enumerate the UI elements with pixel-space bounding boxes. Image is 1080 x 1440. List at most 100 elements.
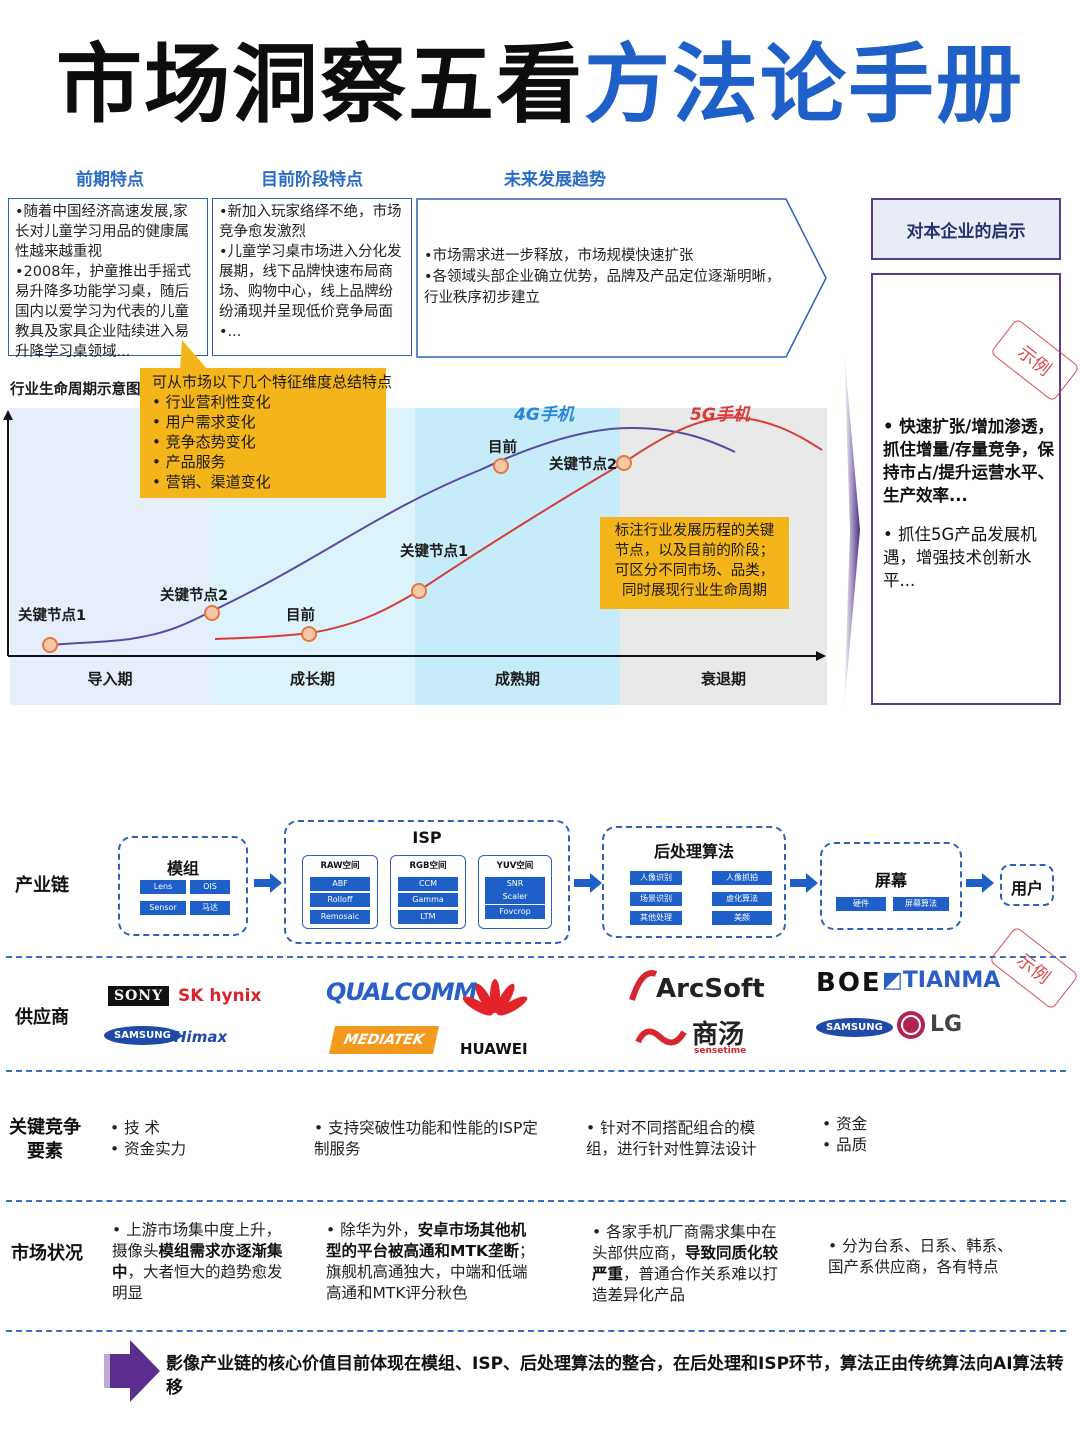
yellow-note-item: • 行业营利性变化: [152, 393, 271, 411]
label-4g-node1: 关键节点1: [18, 608, 87, 624]
curve-5g-label: 5G手机: [690, 405, 750, 425]
row-label-supplier: 供应商: [15, 1007, 69, 1028]
isp-sub-rgb-title: RGB空间: [409, 861, 447, 871]
chip-fovcrop: Fovcrop: [485, 905, 545, 919]
label-4g-now: 目前: [488, 440, 517, 456]
future-text-1: •市场需求进一步释放，市场规模快速扩张: [424, 248, 694, 264]
point-4g-node2: [204, 605, 220, 621]
chip-screen-algorithm: 屏幕算法: [893, 897, 949, 911]
current-text-3: •...: [219, 324, 242, 340]
logo-mediatek: MEDIATEK: [329, 1026, 439, 1054]
market-isp: • 除华为外，安卓市场其他机型的平台被高通和MTK垄断；旗舰机高通独大，中端和低…: [326, 1221, 535, 1302]
band-label-decline: 衰退期: [700, 670, 746, 688]
huawei-icon: [462, 979, 528, 1016]
group-isp-title: ISP: [412, 828, 442, 847]
logo-samsung: SAMSUNG: [104, 1026, 181, 1045]
divider: [6, 1330, 1066, 1332]
label-5g-now: 目前: [286, 608, 315, 624]
arrow-right-icon: [104, 1340, 160, 1402]
phase-head-current: 目前阶段特点: [261, 170, 363, 190]
yellow-note: 可从市场以下几个特征维度总结特点 • 行业营利性变化 • 用户需求变化 • 竞争…: [140, 368, 392, 498]
chip-blur-algorithm: 虚化算法: [712, 892, 772, 906]
logo-huawei: HUAWEI: [460, 1040, 528, 1058]
group-post-title: 后处理算法: [653, 842, 734, 861]
chip-abf: ABF: [310, 877, 370, 891]
page-title: 市场洞察五看方法论手册: [0, 30, 1080, 140]
x-axis-arrow: [816, 651, 826, 661]
early-text-2: •2008年，护童推出手摇式易升降多功能学习桌，随后国内以爱学习为代表的儿童教具…: [15, 264, 191, 360]
factor-screen: • 资金 • 品质: [822, 1114, 942, 1156]
point-5g-node2: [616, 455, 632, 471]
chip-scaler: Scaler: [485, 890, 545, 904]
label-4g-node2: 关键节点2: [160, 588, 229, 604]
chip-remosaic: Remosaic: [310, 910, 370, 924]
group-screen: [820, 842, 962, 930]
chip-ccm: CCM: [398, 877, 458, 891]
logo-qualcomm: QUALCOMM: [326, 978, 477, 1006]
conclusion-text: 影像产业链的核心价值目前体现在模组、ISP、后处理算法的整合，在后处理和ISP环…: [166, 1354, 1064, 1398]
chip-scene-recognition: 场景识别: [630, 892, 682, 906]
group-user: [1000, 864, 1054, 906]
chip-sensor: Sensor: [140, 901, 186, 915]
sensetime-icon: [635, 1028, 687, 1046]
market-screen: • 分为台系、日系、韩系、国产系供应商，各有特点: [828, 1237, 1013, 1276]
chip-ltm: LTM: [398, 910, 458, 924]
logo-sensetime-sub: sensetime: [694, 1046, 747, 1056]
title-part-1: 市场洞察五看: [56, 35, 584, 135]
factor-module-1: • 技 术: [110, 1119, 160, 1137]
market-post: • 各家手机厂商需求集中在头部供应商，导致同质化较严重，普通合作关系难以打造差异…: [592, 1223, 779, 1304]
band-label-mature: 成熟期: [494, 670, 540, 688]
curve-4g-label: 4G手机: [514, 405, 574, 425]
label-5g-node1: 关键节点1: [400, 544, 469, 560]
point-4g-node1: [42, 637, 58, 653]
current-text-1: •新加入玩家络绎不绝，市场竞争愈发激烈: [219, 204, 402, 240]
yellow-note-item: • 竞争态势变化: [152, 433, 256, 451]
group-screen-title: 屏幕: [874, 871, 907, 890]
factor-module-2: • 资金实力: [110, 1140, 187, 1158]
chip-gamma: Gamma: [398, 893, 458, 907]
chevron-right-icon: [844, 350, 860, 710]
arrow-right-icon: [254, 873, 282, 893]
future-text-2: •各领域头部企业确立优势，品牌及产品定位逐渐明晰，行业秩序初步建立: [424, 269, 781, 306]
point-5g-now: [301, 626, 317, 642]
title-part-2: 方法论手册: [584, 35, 1024, 135]
yellow-note-item: • 产品服务: [152, 453, 226, 471]
row-label-industry-chain: 产业链: [15, 875, 69, 896]
band-label-growth: 成长期: [289, 670, 335, 688]
group-module-title: 模组: [166, 859, 199, 878]
insight-2: • 抓住5G产品发展机遇，增强技术创新水平...: [883, 525, 1037, 590]
insight-panel: • 快速扩张/增加渗透，抓住增量/存量竞争，保持市占/提升运营水平、生产效率..…: [871, 273, 1061, 705]
insight-1: • 快速扩张/增加渗透，抓住增量/存量竞争，保持市占/提升运营水平、生产效率..…: [883, 417, 1055, 505]
logo-boe: BOE: [816, 968, 882, 998]
market-module: • 上游市场集中度上升，摄像头模组需求亦逐渐集中，大者恒大的趋势愈发明显: [112, 1221, 283, 1302]
early-text-1: •随着中国经济高速发展,家长对儿童学习用品的健康属性越来越重视: [15, 204, 189, 260]
arrow-right-icon: [966, 873, 994, 893]
factor-post: • 针对不同搭配组合的模组，进行针对性算法设计: [586, 1119, 757, 1158]
divider: [6, 1200, 1066, 1202]
chip-other-processing: 其他处理: [630, 911, 682, 925]
example-stamp-2: 示例: [988, 926, 1080, 1010]
point-4g-now: [493, 458, 509, 474]
yellow-note-2: 标注行业发展历程的关键节点，以及目前的阶段；可区分不同市场、品类，同时展现行业生…: [600, 517, 789, 609]
future-arrow-box: •市场需求进一步释放，市场规模快速扩张 •各领域头部企业确立优势，品牌及产品定位…: [416, 198, 828, 358]
future-text: •市场需求进一步释放，市场规模快速扩张 •各领域头部企业确立优势，品牌及产品定位…: [424, 246, 794, 309]
diagram-label: 行业生命周期示意图: [10, 382, 141, 398]
phase-head-future: 未来发展趋势: [504, 170, 606, 190]
logo-skhynix: SK hynix: [178, 986, 262, 1006]
yellow-note-item: • 营销、渠道变化: [152, 473, 271, 491]
label-5g-node2: 关键节点2: [549, 457, 618, 473]
yellow-note-item: • 用户需求变化: [152, 413, 256, 431]
isp-sub-yuv-title: YUV空间: [496, 861, 534, 871]
row-label-market: 市场状况: [11, 1243, 83, 1264]
logo-sensetime: 商汤: [692, 1020, 745, 1050]
curve-4g: [49, 426, 736, 646]
arrow-right-icon: [574, 873, 602, 893]
arcsoft-icon: [629, 970, 658, 1001]
y-axis-arrow: [3, 410, 13, 420]
chip-rolloff: Rolloff: [310, 893, 370, 907]
factor-isp: • 支持突破性功能和性能的ISP定制服务: [314, 1119, 538, 1158]
future-arrow-shape: [416, 198, 827, 358]
point-5g-node1: [411, 583, 427, 599]
current-text-box: •新加入玩家络绎不绝，市场竞争愈发激烈 •儿童学习桌市场进入分化发展期，线下品牌…: [212, 198, 412, 356]
chip-portrait-capture: 人像抓拍: [712, 871, 772, 885]
